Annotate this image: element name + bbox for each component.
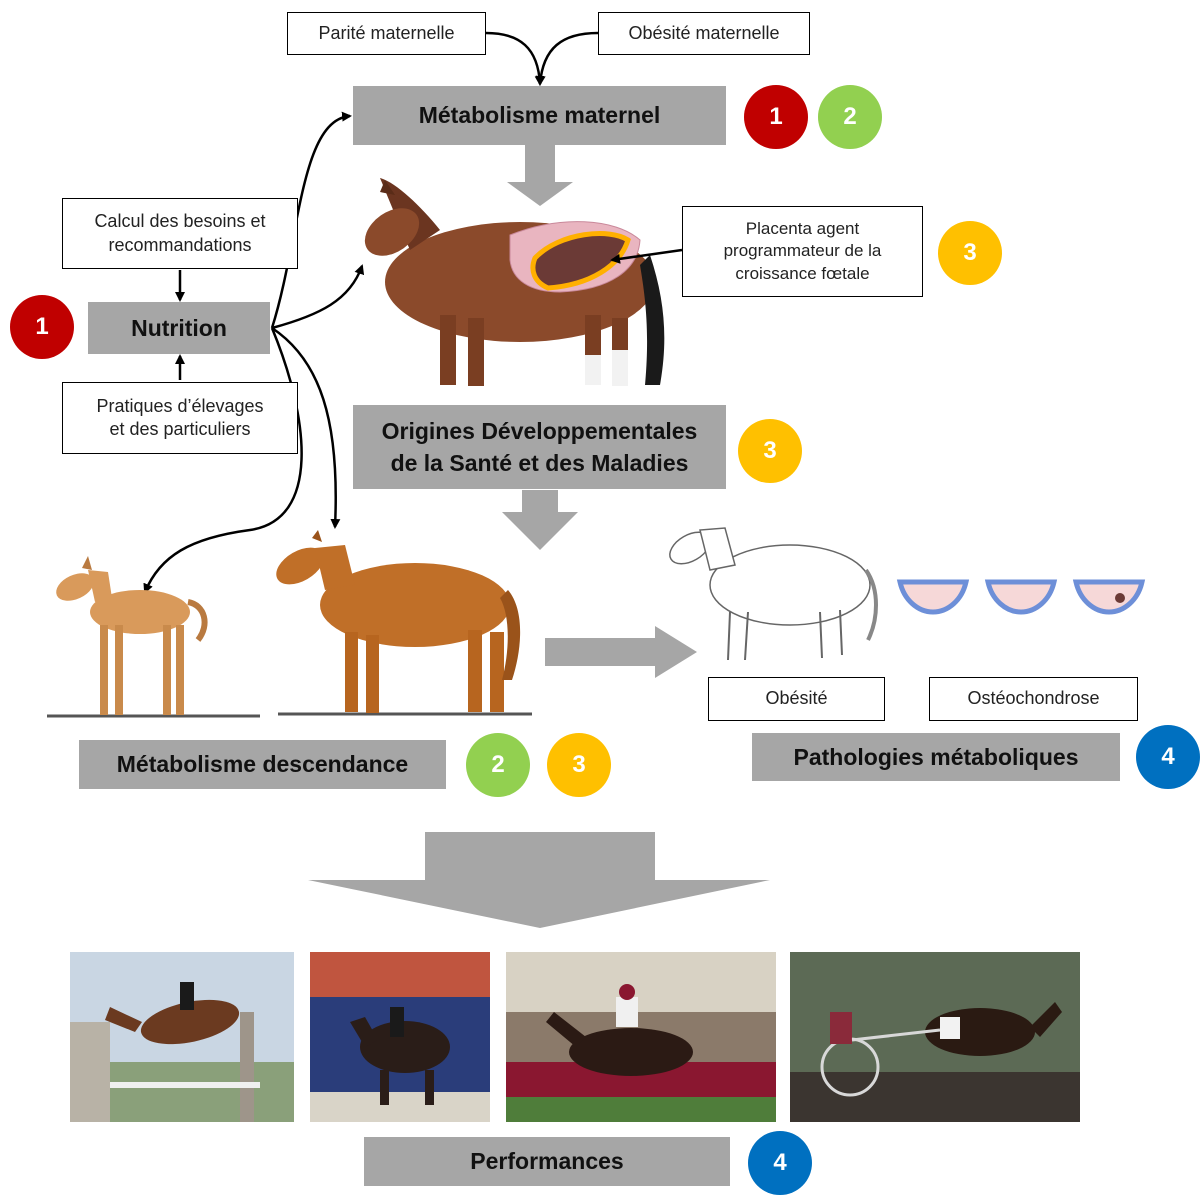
show-jumping-photo [70,952,294,1122]
badge-nutrition-1: 1 [10,295,74,359]
badge-placenta-3: 3 [938,221,1002,285]
gray-arrow-origines-down [502,490,578,550]
foal-illustration [47,556,260,718]
obese-horse-sketch [669,527,878,661]
pregnant-mare-illustration [364,178,665,386]
origines-developpementales-label: Origines Développementales de la Santé e… [353,405,726,489]
arrow-nutrition-to-mare [271,264,365,330]
adult-horse-illustration [276,530,532,716]
badge-descendance-2: 2 [466,733,530,797]
arrow-nutrition-to-foal [143,327,303,594]
badge-origines-3: 3 [738,419,802,483]
arrow-obesite-to-maternel [535,31,599,86]
metabolisme-maternel-label: Métabolisme maternel [353,86,726,145]
calcul-besoins-box: Calcul des besoins et recommandations [62,198,298,269]
performances-label: Performances [364,1137,730,1186]
osteochondrose-joint-sections [896,579,1146,615]
arrow-nutrition-to-horse [271,326,341,529]
arrow-placenta-pointer [610,248,683,264]
arrow-parite-to-maternel [485,31,545,86]
arrow-nutrition-to-maternel [270,111,352,329]
badge-maternel-2: 2 [818,85,882,149]
badge-maternel-1: 1 [744,85,808,149]
placenta-box: Placenta agent programmateur de la crois… [682,206,923,297]
pathologies-metaboliques-label: Pathologies métaboliques [752,733,1120,781]
osteochondrose-box: Ostéochondrose [929,677,1138,721]
gray-arrow-big-down [308,832,770,928]
pratiques-elevages-box: Pratiques d’élevages et des particuliers [62,382,298,454]
obesite-maternelle-box: Obésité maternelle [598,12,810,55]
gray-arrow-maternel-down [507,145,573,206]
trotting-race-photo [790,952,1080,1122]
badge-performances-4: 4 [748,1131,812,1195]
dressage-photo [310,952,490,1122]
nutrition-label: Nutrition [88,302,270,354]
gray-arrow-right [545,626,697,678]
metabolisme-descendance-label: Métabolisme descendance [79,740,446,789]
obesite-box: Obésité [708,677,885,721]
badge-pathologies-4: 4 [1136,725,1200,789]
badge-descendance-3: 3 [547,733,611,797]
parite-maternelle-box: Parité maternelle [287,12,486,55]
gallop-race-photo [506,952,776,1122]
